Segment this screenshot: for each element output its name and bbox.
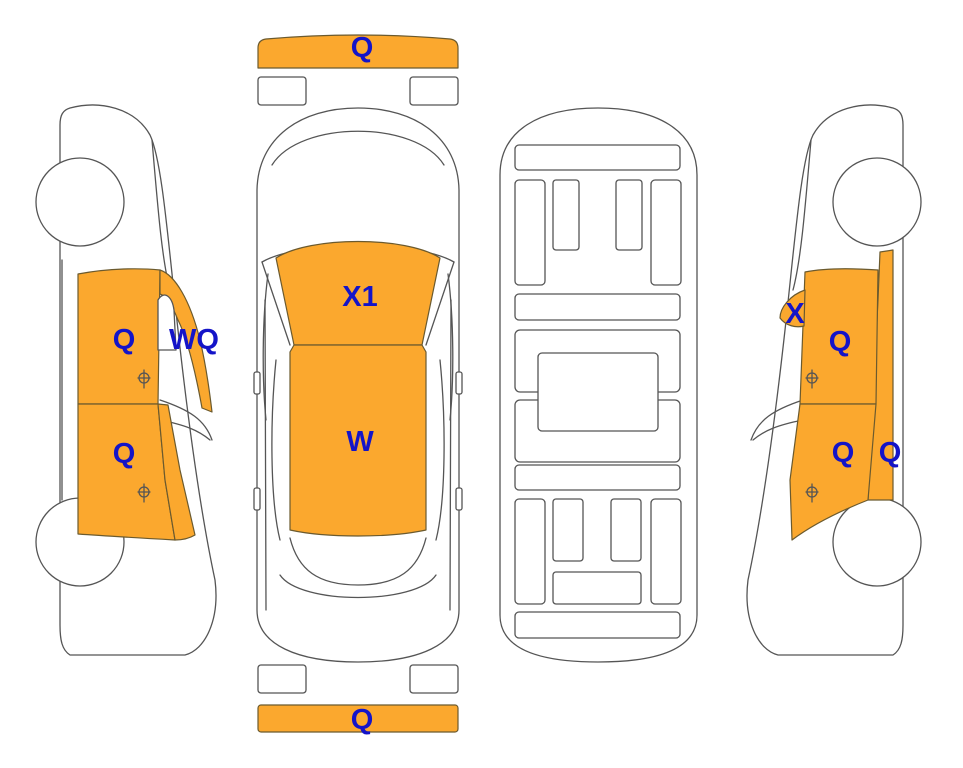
front-bumper-panel[interactable]	[257, 34, 459, 69]
roof-rear-panel[interactable]	[289, 344, 427, 537]
code-right-front-door: Q	[829, 326, 852, 358]
roof-front-panel[interactable]	[275, 240, 441, 346]
code-right-rear-door: Q	[832, 437, 855, 469]
left-side-view	[35, 104, 217, 656]
code-roof-front: X1	[342, 281, 377, 313]
left-sill-panel[interactable]	[157, 403, 196, 541]
top-view	[253, 34, 463, 733]
right-front-wheel	[832, 157, 922, 247]
right-rear-wheel	[832, 497, 922, 587]
code-right-quarter-window: X	[785, 298, 805, 330]
code-left-rear-door: Q	[113, 438, 136, 470]
right-front-door-panel[interactable]	[799, 268, 879, 405]
code-rear-bumper: Q	[351, 704, 374, 736]
right-rear-door-panel[interactable]	[789, 403, 877, 541]
rear-bumper-panel[interactable]	[257, 704, 459, 733]
code-roof-rear: W	[346, 426, 374, 458]
right-quarter-window-panel[interactable]	[779, 289, 806, 328]
left-front-wheel	[35, 157, 125, 247]
rear-left-lamp	[257, 664, 307, 694]
front-left-lamp	[257, 76, 307, 106]
code-right-rear-pillar: Q	[879, 437, 902, 469]
rear-right-lamp	[409, 664, 459, 694]
code-left-pillar: WQ	[169, 324, 219, 356]
right-side-view	[746, 104, 922, 656]
code-left-front-door: Q	[113, 324, 136, 356]
damage-code-labels: Q X1 W Q Q WQ Q X Q Q Q	[113, 32, 902, 736]
code-front-bumper: Q	[351, 32, 374, 64]
front-right-lamp	[409, 76, 459, 106]
underbody-view	[499, 107, 698, 663]
right-rear-pillar-panel[interactable]	[867, 249, 894, 501]
